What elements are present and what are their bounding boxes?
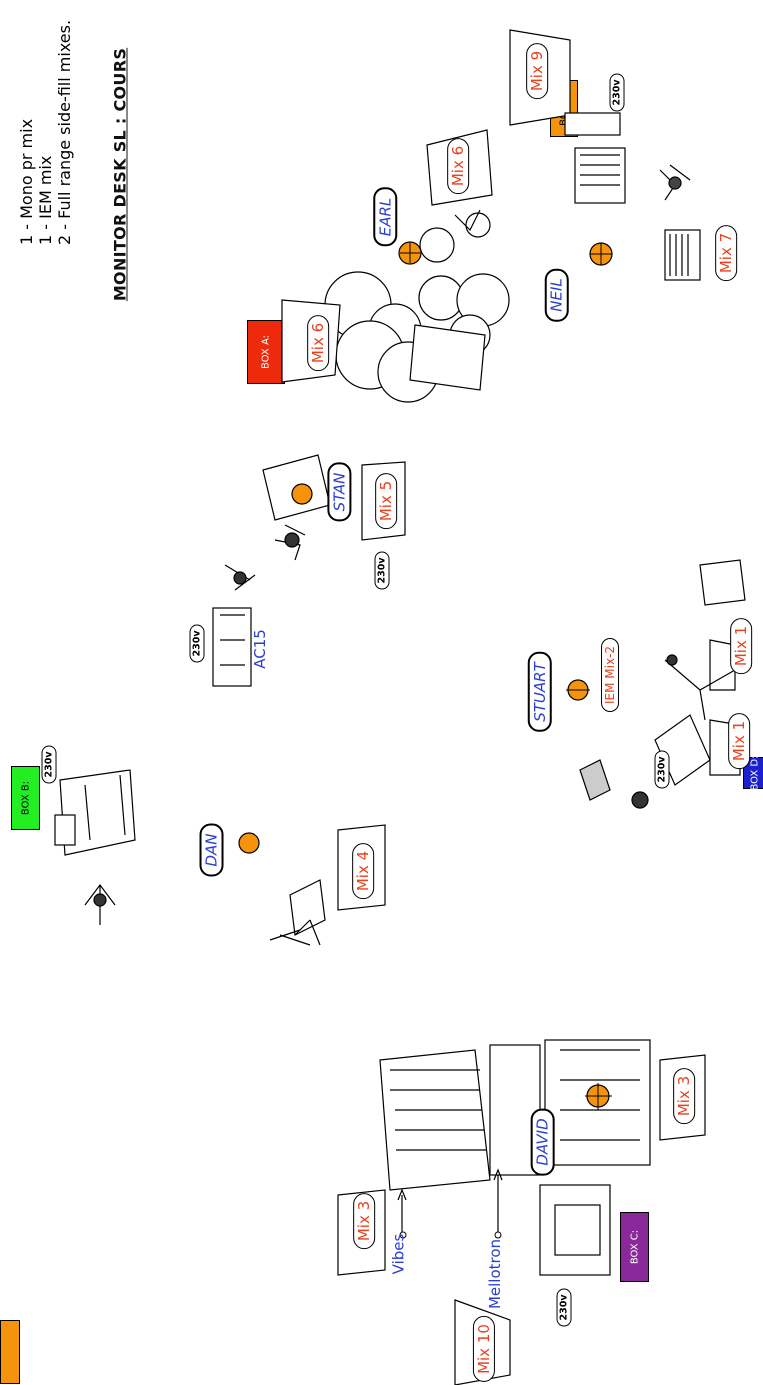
- musician-neil: NEIL: [545, 268, 569, 321]
- mix-4: Mix 4: [352, 843, 374, 899]
- musician-david: DAVID: [531, 1108, 555, 1175]
- label-vibes: Vibes: [389, 1234, 407, 1275]
- mix-1-b: Mix 1: [728, 713, 750, 769]
- power-230v-david: 230v: [557, 1288, 572, 1326]
- power-230v-boxb: 230v: [42, 745, 57, 783]
- mix-6-earl: Mix 6: [447, 138, 469, 194]
- label-ac15: AC15: [251, 629, 269, 669]
- mix-10: Mix 10: [473, 1316, 495, 1382]
- mix-7: Mix 7: [715, 225, 737, 281]
- power-230v-ac15: 230v: [190, 624, 205, 662]
- iem-mix-2: IEM Mix-2: [601, 638, 619, 712]
- mix-1-a: Mix 1: [730, 618, 752, 674]
- mix-3-vibes: Mix 3: [353, 1193, 375, 1249]
- musician-earl: EARL: [373, 188, 397, 247]
- power-230v-stan: 230v: [375, 551, 390, 589]
- mix-3-david: Mix 3: [673, 1068, 695, 1124]
- musician-stan: STAN: [327, 463, 351, 522]
- musician-stuart: STUART: [528, 652, 552, 732]
- power-230v-stuart: 230v: [655, 750, 670, 788]
- mix-5: Mix 5: [375, 473, 397, 529]
- power-230v-boxe: 230v: [610, 73, 625, 111]
- mix-9: Mix 9: [526, 43, 548, 99]
- mix-6-boxa: Mix 6: [307, 315, 329, 371]
- label-mellotron: Mellotron: [486, 1239, 504, 1309]
- musician-dan: DAN: [200, 823, 224, 876]
